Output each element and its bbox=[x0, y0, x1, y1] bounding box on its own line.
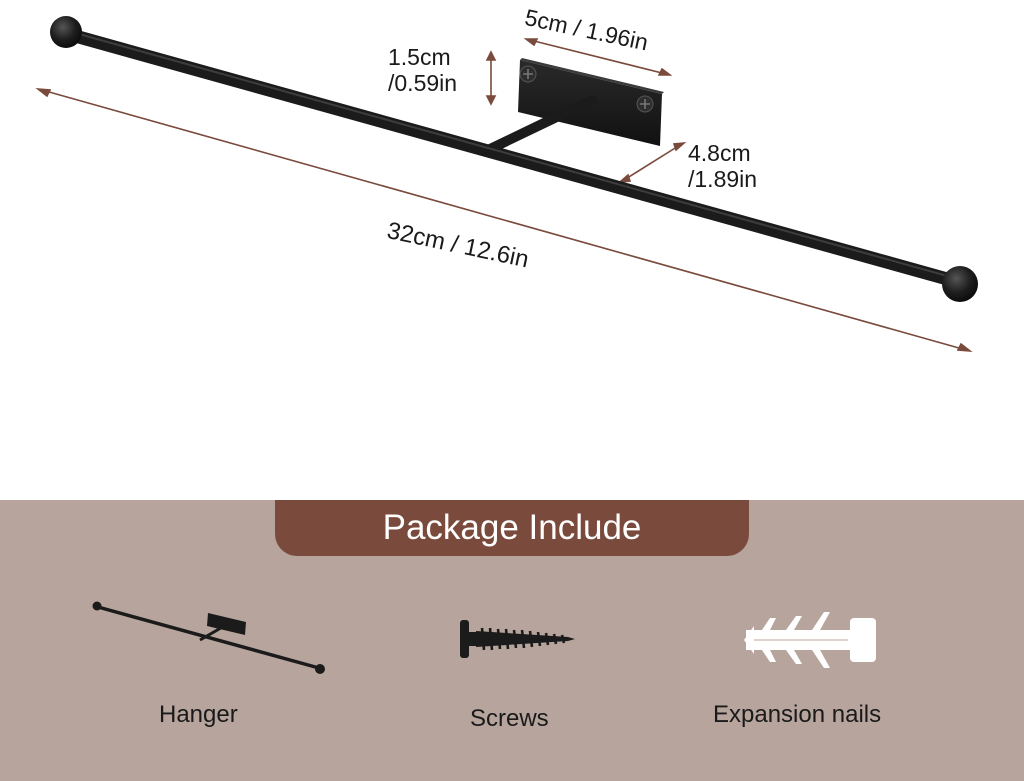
end-ball-left bbox=[50, 16, 82, 48]
depth-dimension-line bbox=[617, 141, 687, 184]
bracket-height-dimension-line bbox=[485, 50, 497, 106]
hanger-label: Hanger bbox=[159, 701, 238, 728]
bracket-height-metric: 1.5cm bbox=[388, 44, 451, 70]
package-panel: Package Include Hanger Screws Expansion … bbox=[0, 500, 1024, 781]
main-rod bbox=[61, 27, 965, 289]
length-dimension-line bbox=[35, 87, 973, 353]
support-arm bbox=[483, 95, 597, 155]
bracket-height-label: 1.5cm /0.59in bbox=[388, 44, 457, 96]
screw-icon bbox=[460, 620, 575, 658]
depth-label: 4.8cm /1.89in bbox=[688, 140, 757, 192]
expansion-nails-label: Expansion nails bbox=[713, 701, 882, 728]
bracket-height-imperial: /0.59in bbox=[388, 70, 458, 96]
expansion-nail-icon bbox=[744, 612, 876, 668]
hanger-illustration bbox=[35, 16, 978, 353]
depth-imperial: /1.89in bbox=[688, 166, 758, 192]
depth-metric: 4.8cm bbox=[688, 140, 751, 166]
bracket-width-dimension-line bbox=[523, 38, 673, 76]
hanger-icon bbox=[92, 601, 325, 674]
product-diagram-area: 5cm / 1.96in 1.5cm /0.59in 4.8cm /1.89in… bbox=[35, 4, 978, 353]
end-ball-right bbox=[942, 266, 978, 302]
package-title: Package Include bbox=[275, 500, 749, 556]
screws-label: Screws bbox=[470, 705, 549, 732]
rod-highlight bbox=[67, 30, 959, 280]
